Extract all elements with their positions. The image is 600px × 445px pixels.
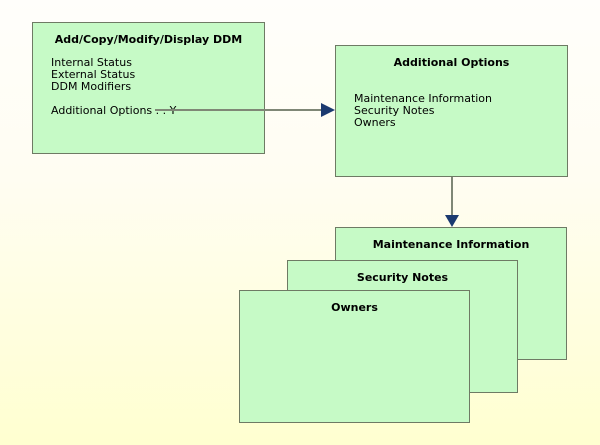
ddm-line-internal-status: Internal Status [51,56,132,69]
ddm-line-ddm-modifiers: DDM Modifiers [51,80,132,93]
connector-line-vertical [451,177,453,216]
ddm-line-additional-options: Additional Options . . Y [51,104,177,117]
owners-title: Owners [331,301,378,314]
options-line-security-notes: Security Notes [354,104,435,117]
owners-box: Owners [239,290,470,423]
additional-options-title: Additional Options [393,56,510,69]
arrowhead-down-icon [445,215,459,227]
ddm-box-body: Internal Status External Status DDM Modi… [51,57,258,117]
security-notes-title: Security Notes [356,271,449,284]
ddm-box-title: Add/Copy/Modify/Display DDM [54,33,243,46]
options-line-owners: Owners [354,116,396,129]
additional-options-body: Maintenance Information Security Notes O… [354,93,561,129]
ddm-line-external-status: External Status [51,68,136,81]
maintenance-information-title: Maintenance Information [372,238,530,251]
additional-options-box: Additional Options Maintenance Informati… [335,45,568,177]
ddm-screen-box: Add/Copy/Modify/Display DDM Internal Sta… [32,22,265,154]
options-line-maintenance-information: Maintenance Information [354,92,493,105]
arrowhead-right-icon [321,103,335,117]
connector-line-horizontal [155,109,322,111]
